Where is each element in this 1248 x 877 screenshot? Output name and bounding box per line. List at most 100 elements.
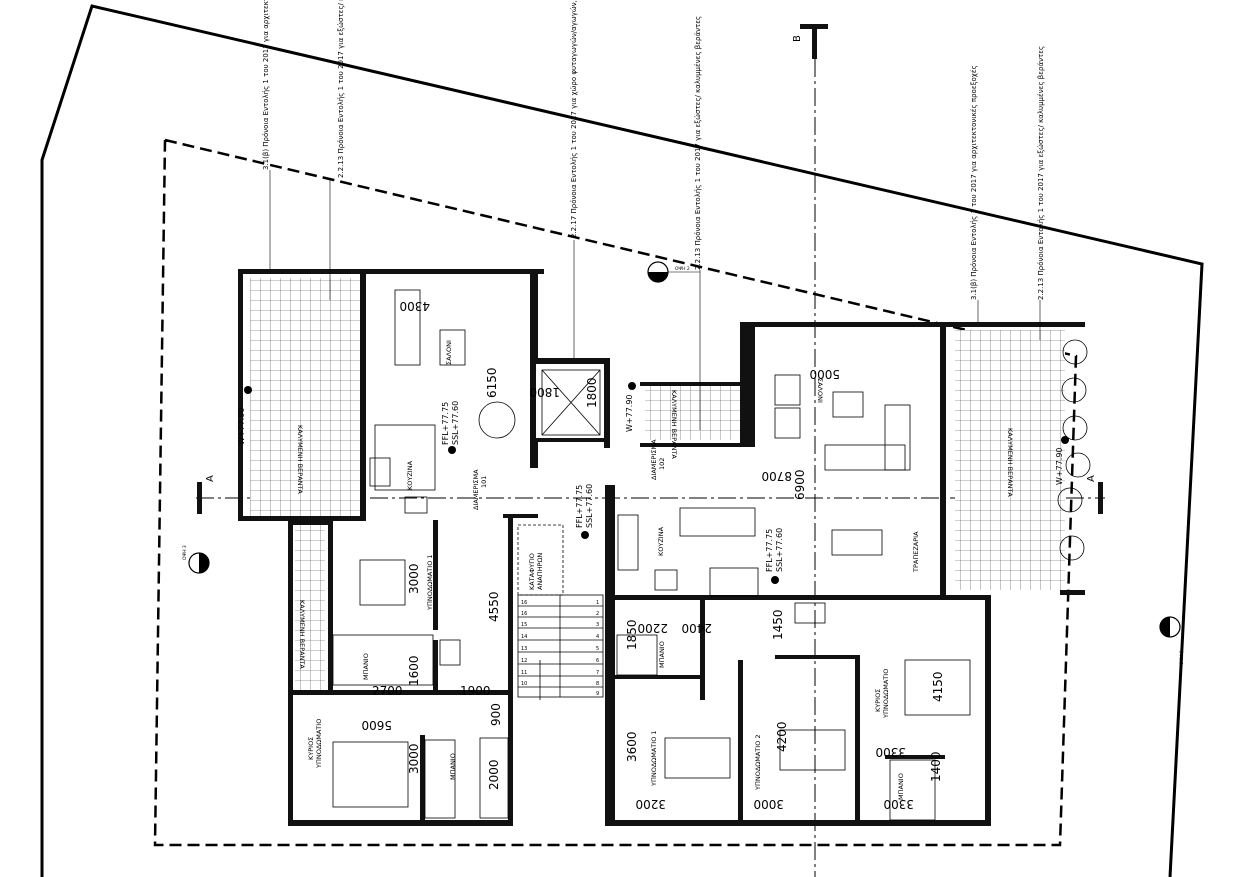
level-ffl-101: FFL+77.75 bbox=[441, 402, 450, 445]
level-ssl-stair: SSL+77.60 bbox=[585, 484, 594, 528]
dim-3300-a: 3300 bbox=[875, 745, 906, 759]
dim-1600: 1600 bbox=[407, 655, 421, 686]
section-a-left-marker bbox=[197, 482, 202, 514]
svg-text:ΟΨΗ 2: ΟΨΗ 2 bbox=[675, 266, 690, 272]
room-trapezaria: ΤΡΑΠΕΖΑΡΙΑ bbox=[912, 531, 920, 573]
dim-4200: 4200 bbox=[775, 721, 789, 752]
view-marker-1: ΟΨΗ 1 bbox=[1159, 616, 1185, 665]
room-mpanio-b: ΜΠΑΝΙΟ bbox=[449, 753, 457, 780]
plot-boundary bbox=[40, 4, 1204, 877]
dim-5000: 5000 bbox=[809, 367, 840, 381]
section-b-label: B bbox=[792, 35, 803, 42]
note-2: 2.2.13 Πρόνοια Εντολής 1 του 2017 για εξ… bbox=[337, 0, 345, 178]
dim-2700: 2700 bbox=[372, 684, 403, 698]
room-mpanio-d: ΜΠΑΝΙΟ bbox=[897, 773, 905, 800]
stair-numbers-right: 1 2 3 4 5 6 7 8 9 bbox=[596, 600, 599, 697]
dim-1450: 1450 bbox=[771, 609, 785, 640]
note-6: 2.2.13 Πρόνοια Εντολής 1 του 2017 για εξ… bbox=[1037, 46, 1045, 300]
svg-text:4: 4 bbox=[596, 634, 599, 640]
room-mpanio-c: ΜΠΑΝΙΟ bbox=[658, 641, 666, 668]
room-diamerisma-101-num: 101 bbox=[480, 476, 488, 488]
svg-text:13: 13 bbox=[521, 646, 527, 652]
dim-4550: 4550 bbox=[487, 591, 501, 622]
room-diamerisma-101: ΔΙΑΜΕΡΙΣΜΑ bbox=[472, 469, 480, 510]
dim-3000-a: 3000 bbox=[407, 563, 421, 594]
room-diamerisma-102-num: 102 bbox=[658, 458, 666, 470]
level-ffl-102: FFL+77.75 bbox=[765, 529, 774, 572]
lift-shaft bbox=[541, 369, 601, 436]
dim-6900: 6900 bbox=[793, 469, 807, 500]
room-saloni-101: ΣΑΛΟΝΙ bbox=[445, 340, 453, 365]
svg-text:10: 10 bbox=[521, 681, 527, 687]
room-kyrios-101-a: ΚΥΡΙΟΣ bbox=[307, 737, 315, 760]
room-ypnodomatio1-102: ΥΠΝΟΔΩΜΑΤΙΟ 1 bbox=[650, 730, 658, 787]
dim-1800b: 1800 bbox=[585, 377, 599, 408]
level-w-small: W+77.90 bbox=[625, 394, 634, 432]
dim-1900: 1900 bbox=[460, 684, 491, 698]
room-kyrios-102-b: ΥΠΝΟΔΩΜΑΤΙΟ bbox=[882, 669, 890, 719]
room-diamerisma-102: ΔΙΑΜΕΡΙΣΜΑ bbox=[650, 439, 658, 480]
dim-3300-b: 3300 bbox=[883, 797, 914, 811]
level-w-right: W+77.90 bbox=[1055, 447, 1064, 485]
room-ypnodomatio1-101: ΥΠΝΟΔΩΜΑΤΙΟ 1 bbox=[426, 554, 434, 611]
dim-3200: 3200 bbox=[635, 797, 666, 811]
room-kyrios-101-b: ΥΠΝΟΔΩΜΑΤΙΟ bbox=[315, 719, 323, 769]
dim-8700: 8700 bbox=[761, 469, 792, 483]
room-kouzina-102: ΚΟΥΖΙΝΑ bbox=[657, 526, 665, 556]
dim-3000-b: 3000 bbox=[407, 743, 421, 774]
room-veranda-small: ΚΑΛΥΜΕΝΗ ΒΕΡΑΝΤΑ bbox=[670, 390, 678, 459]
view-marker-3: ΟΨΗ 3 bbox=[182, 545, 210, 574]
level-w-left: W+77.90 bbox=[237, 407, 246, 445]
room-ypnodomatio2-102: ΥΠΝΟΔΩΜΑΤΙΟ 2 bbox=[754, 734, 762, 791]
walls bbox=[238, 269, 1085, 826]
building-outline-dashed bbox=[153, 138, 1078, 847]
furniture bbox=[332, 289, 971, 821]
note-1: 3.1(β) Πρόνοια Εντολής 1 του 2017 για αρ… bbox=[262, 0, 270, 170]
room-veranda-lower: ΚΑΛΥΜΕΝΗ ΒΕΡΑΝΤΑ bbox=[298, 600, 306, 669]
dim-1800a: 1800 bbox=[529, 385, 560, 399]
dim-4150: 4150 bbox=[931, 671, 945, 702]
room-katafygio-b: ΑΝΑΠΗΡΩΝ bbox=[536, 553, 544, 590]
view-marker-2: ΟΨΗ 2 bbox=[647, 261, 700, 283]
svg-text:6: 6 bbox=[596, 658, 599, 664]
dim-1850: 1850 bbox=[625, 619, 639, 650]
note-4: 2.2.13 Πρόνοια Εντολής 1 του 2017 για εξ… bbox=[694, 16, 702, 270]
dim-5600: 5600 bbox=[361, 718, 392, 732]
section-a-right-marker bbox=[1098, 482, 1103, 514]
svg-text:3: 3 bbox=[596, 622, 599, 628]
section-a-right-label: A bbox=[1086, 475, 1097, 482]
svg-text:1: 1 bbox=[596, 600, 599, 606]
veranda-lower-tiles bbox=[295, 525, 325, 690]
svg-text:ΟΨΗ 3: ΟΨΗ 3 bbox=[182, 545, 188, 560]
trees bbox=[1057, 339, 1091, 561]
svg-text:9: 9 bbox=[596, 691, 599, 697]
room-katafygio-a: ΚΑΤΑΦΥΓΙΟ bbox=[528, 553, 536, 590]
veranda-right-tiles bbox=[955, 330, 1065, 590]
note-3: 2.2.17 Πρόνοια Εντολής 1 του 2017 για χώ… bbox=[570, 0, 578, 238]
svg-text:15: 15 bbox=[521, 622, 527, 628]
room-veranda-right: ΚΑΛΥΜΕΝΗ ΒΕΡΑΝΤΑ bbox=[1006, 428, 1014, 497]
svg-text:11: 11 bbox=[521, 670, 527, 676]
veranda-left-tiles bbox=[250, 278, 360, 516]
svg-text:12: 12 bbox=[521, 658, 527, 664]
level-ffl-stair: FFL+77.75 bbox=[575, 485, 584, 528]
level-markers bbox=[244, 382, 1069, 584]
room-mpanio-a: ΜΠΑΝΙΟ bbox=[362, 653, 370, 680]
svg-text:7: 7 bbox=[596, 670, 599, 676]
dim-1400: 1400 bbox=[929, 751, 943, 782]
level-ssl-101: SSL+77.60 bbox=[451, 401, 460, 445]
section-a-left-label: A bbox=[205, 475, 216, 482]
svg-text:2: 2 bbox=[596, 611, 599, 617]
stair bbox=[517, 594, 604, 700]
stair-numbers-left: 16 16 15 14 13 12 11 10 bbox=[521, 600, 527, 687]
dim-6150: 6150 bbox=[485, 367, 499, 398]
room-kouzina-101: ΚΟΥΖΙΝΑ bbox=[406, 460, 414, 490]
room-saloni-102: ΣΑΛΟΝΙ bbox=[816, 378, 824, 403]
leader-lines bbox=[269, 170, 1041, 430]
svg-text:ΟΨΗ 1: ΟΨΗ 1 bbox=[1179, 650, 1185, 665]
note-5: 3.1(β) Πρόνοια Εντολής 1 του 2017 για αρ… bbox=[970, 65, 978, 300]
svg-text:14: 14 bbox=[521, 634, 527, 640]
dim-3000-c: 3000 bbox=[753, 797, 784, 811]
level-ssl-102: SSL+77.60 bbox=[775, 528, 784, 572]
svg-text:5: 5 bbox=[596, 646, 599, 652]
